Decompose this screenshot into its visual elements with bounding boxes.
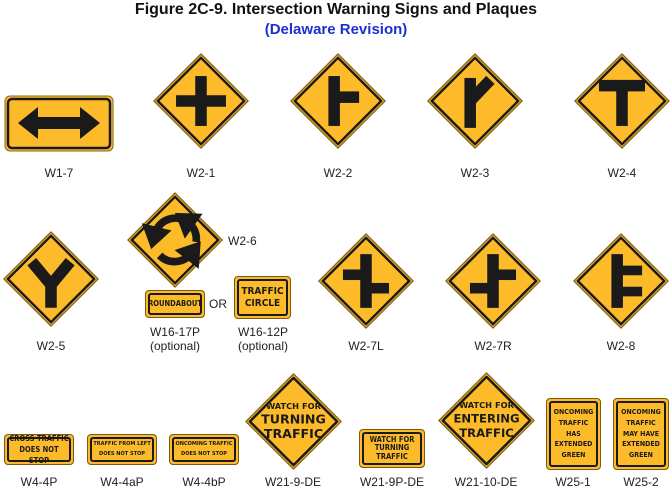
sign-note: (optional) (237, 339, 289, 353)
sign-code: W2-3 (460, 166, 490, 180)
cross-road-icon (152, 52, 250, 150)
sign-w25-1: ONCOMING TRAFFIC HAS EXTENDED GREEN (546, 398, 601, 470)
plaque-w21-9p-de: WATCH FOR TURNING TRAFFIC (359, 429, 425, 468)
sign-w2-5 (2, 230, 100, 328)
plaque-text: TRAFFIC FROM LEFT (93, 441, 151, 447)
double-side-roads-icon (572, 232, 670, 330)
sign-text: GREEN (561, 451, 586, 460)
sign-text: MAY HAVE (622, 429, 660, 438)
side-road-angle-icon (426, 52, 524, 150)
offset-side-roads-left-icon (317, 232, 415, 330)
side-road-icon (289, 52, 387, 150)
sign-code: W4-4P (20, 475, 58, 489)
plaque-text: WATCH FOR (369, 434, 415, 444)
plaque-text: DOES NOT STOP (99, 450, 145, 457)
sign-text: WATCH FOR (459, 400, 514, 410)
plaque-text: TRAFFIC (376, 451, 408, 461)
sign-text: TRAFFIC (264, 426, 323, 441)
sign-code: W2-2 (323, 166, 353, 180)
sign-text: TRAFFIC (459, 426, 514, 440)
sign-w2-3 (426, 52, 524, 150)
sign-code: W2-5 (36, 339, 66, 353)
sign-text: WATCH FOR (266, 401, 321, 411)
sign-code: W25-2 (623, 475, 659, 489)
plaque-text: CIRCLE (244, 297, 281, 309)
sign-w25-2: ONCOMING TRAFFIC MAY HAVE EXTENDED GREEN (613, 398, 669, 470)
sign-w21-9-de: WATCH FOR TURNING TRAFFIC (244, 372, 343, 471)
sign-w2-8 (572, 232, 670, 330)
sign-code: W2-7R (474, 339, 512, 353)
sign-code: W21-10-DE (454, 475, 518, 489)
sign-code: W2-6 (228, 234, 257, 248)
sign-text: ONCOMING (621, 407, 661, 416)
sign-code: W21-9P-DE (359, 475, 424, 489)
or-label: OR (209, 297, 227, 311)
sign-w1-7 (4, 95, 114, 152)
sign-text: ONCOMING (553, 407, 594, 416)
plaque-text: CROSS TRAFFIC (9, 433, 69, 443)
sign-text: HAS (566, 429, 581, 438)
sign-code: W25-1 (555, 475, 591, 489)
double-arrow-icon (4, 95, 114, 152)
t-intersection-icon (573, 52, 671, 150)
sign-text: EXTENDED (622, 440, 660, 449)
plaque-text: DOES NOT STOP (19, 444, 59, 466)
sign-code: W2-7L (348, 339, 384, 353)
y-intersection-icon (2, 230, 100, 328)
sign-w2-7l (317, 232, 415, 330)
sign-w2-6 (126, 191, 224, 289)
sign-text: ENTERING (453, 411, 519, 425)
sign-text: EXTENDED (554, 440, 593, 449)
sign-code: W16-12P (237, 325, 289, 339)
sign-code: W1-7 (44, 166, 74, 180)
sign-code: W21-9-DE (264, 475, 321, 489)
sign-note: (optional) (149, 339, 201, 353)
sign-code: W4-4bP (182, 475, 226, 489)
plaque-text: TRAFFIC (241, 286, 284, 297)
plaque-w4-4ap: TRAFFIC FROM LEFT DOES NOT STOP (87, 434, 157, 465)
figure-subtitle: (Delaware Revision) (264, 21, 408, 38)
sign-text: TURNING (261, 411, 326, 426)
plaque-w16-17p: ROUNDABOUT (145, 290, 205, 318)
plaque-text: TURNING (374, 443, 410, 453)
sign-w2-1 (152, 52, 250, 150)
offset-side-roads-right-icon (444, 232, 542, 330)
figure-title: Figure 2C-9. Intersection Warning Signs … (134, 1, 538, 18)
sign-code: W2-8 (606, 339, 636, 353)
sign-w2-7r (444, 232, 542, 330)
sign-code: W2-1 (186, 166, 216, 180)
plaque-text: ONCOMING TRAFFIC (175, 441, 233, 447)
sign-w2-2 (289, 52, 387, 150)
plaque-w16-12p: TRAFFIC CIRCLE (234, 276, 291, 319)
circular-intersection-icon (126, 191, 224, 289)
sign-text: GREEN (629, 451, 653, 460)
sign-text: TRAFFIC (558, 418, 589, 427)
sign-code: W4-4aP (100, 475, 144, 489)
sign-code: W2-4 (607, 166, 637, 180)
sign-w21-10-de: WATCH FOR ENTERING TRAFFIC (437, 371, 536, 470)
sign-code: W16-17P (149, 325, 201, 339)
plaque-w4-4bp: ONCOMING TRAFFIC DOES NOT STOP (169, 434, 239, 465)
plaque-text: DOES NOT STOP (181, 450, 227, 457)
plaque-w4-4p: CROSS TRAFFIC DOES NOT STOP (4, 434, 74, 465)
sign-w2-4 (573, 52, 671, 150)
plaque-text: ROUNDABOUT (148, 298, 202, 308)
sign-text: TRAFFIC (626, 418, 656, 427)
